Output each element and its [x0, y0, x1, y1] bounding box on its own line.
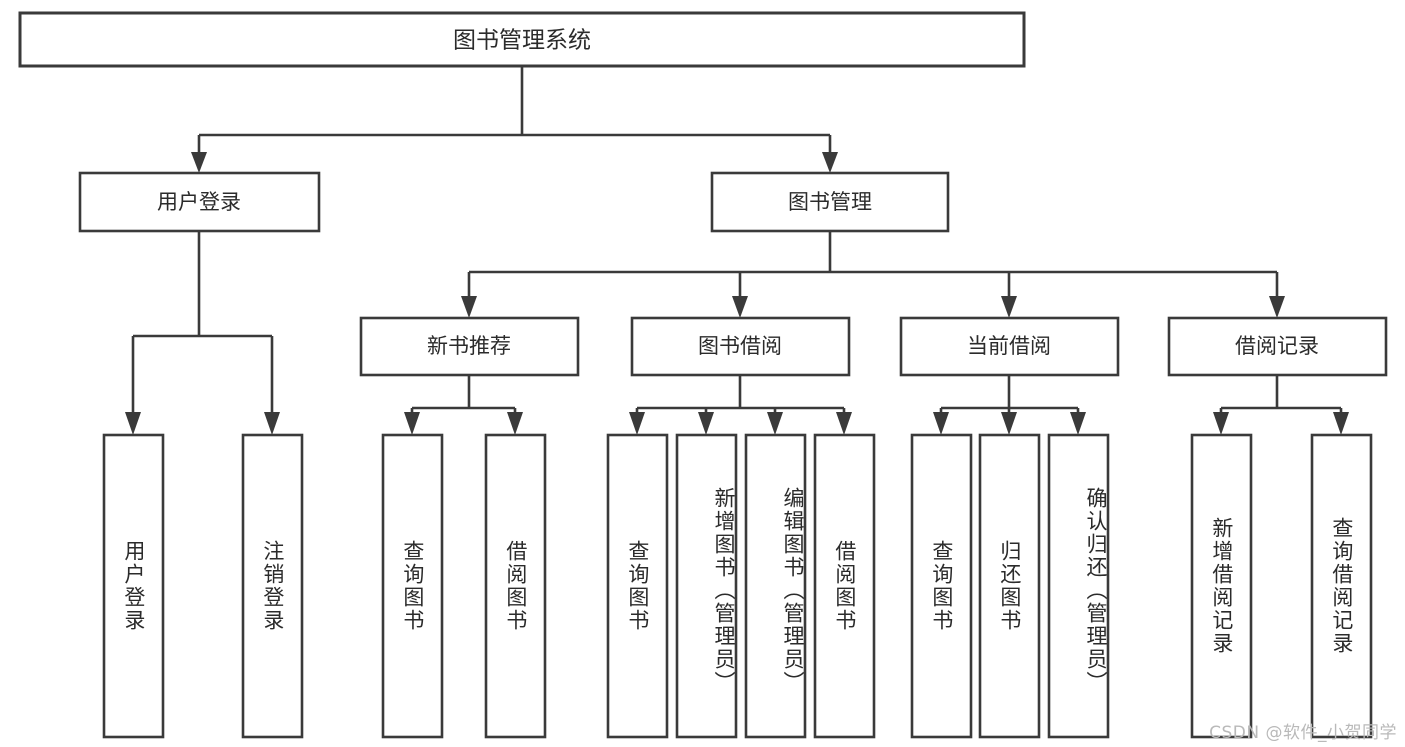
leaf-box-newbook-borrow-book[interactable] — [484, 433, 547, 739]
node-book-management[interactable] — [710, 171, 950, 233]
arrow-head-book-borrow — [732, 296, 748, 318]
node-user-login[interactable] — [78, 171, 321, 233]
node-borrow-record-label: 借阅记录 — [1235, 334, 1319, 358]
arrow-head-bookborrow-leaf-3 — [767, 412, 783, 435]
node-current-borrow[interactable] — [899, 316, 1120, 377]
arrow-head-newbook-leaf-2 — [507, 412, 523, 435]
arrow-head-currentborrow-leaf-3 — [1070, 412, 1086, 435]
arrow-head-currentborrow-leaf-1 — [933, 412, 949, 435]
node-root-book-management-system[interactable] — [18, 11, 1026, 68]
leaf-box-record-query-record[interactable] — [1310, 433, 1373, 739]
leaf-box-borrow-borrow-book[interactable] — [813, 433, 876, 739]
leaf-box-user-login[interactable] — [102, 433, 165, 739]
node-current-borrow-label: 当前借阅 — [967, 334, 1051, 358]
arrow-head-bookborrow-leaf-1 — [629, 412, 645, 435]
arrow-head-borrow-record — [1269, 296, 1285, 318]
node-new-book-recommend[interactable] — [359, 316, 580, 377]
arrow-head-bookborrow-leaf-2 — [698, 412, 714, 435]
leaf-box-borrow-query-book[interactable] — [606, 433, 669, 739]
arrow-head-user-login — [191, 152, 207, 173]
node-book-borrow-label: 图书借阅 — [698, 334, 782, 358]
arrow-head-leaf-user-login — [125, 412, 141, 435]
node-book-management-label: 图书管理 — [788, 190, 872, 214]
leaf-box-newbook-query-book[interactable] — [381, 433, 444, 739]
arrow-head-book-mgmt — [822, 152, 838, 173]
leaf-box-current-return-book[interactable] — [978, 433, 1041, 739]
csdn-watermark: CSDN @软件_小贺同学 — [1209, 723, 1397, 743]
arrow-head-current-borrow — [1001, 296, 1017, 318]
node-layer: 图书管理系统 用户登录 图书管理 新书推荐 图书借阅 当前借阅 借阅记录 — [18, 11, 1388, 739]
leaf-box-borrow-add-book-admin[interactable] — [675, 433, 738, 739]
arrow-head-new-book — [461, 296, 477, 318]
node-user-login-label: 用户登录 — [157, 190, 241, 214]
node-borrow-record[interactable] — [1167, 316, 1388, 377]
leaf-box-logout[interactable] — [241, 433, 304, 739]
arrow-head-leaf-logout — [264, 412, 280, 435]
leaf-box-record-add-record[interactable] — [1190, 433, 1253, 739]
arrow-head-bookborrow-leaf-4 — [836, 412, 852, 435]
arrow-head-newbook-leaf-1 — [404, 412, 420, 435]
node-root-label: 图书管理系统 — [453, 28, 591, 54]
arrow-head-borrowrecord-leaf-2 — [1333, 412, 1349, 435]
leaf-box-borrow-edit-book-admin[interactable] — [744, 433, 807, 739]
arrow-head-borrowrecord-leaf-1 — [1213, 412, 1229, 435]
leaf-box-current-confirm-return-admin[interactable] — [1047, 433, 1110, 739]
leaf-box-current-query-book[interactable] — [910, 433, 973, 739]
arrow-head-currentborrow-leaf-2 — [1001, 412, 1017, 435]
node-new-book-recommend-label: 新书推荐 — [427, 334, 511, 358]
connector-layer — [125, 66, 1349, 435]
node-book-borrow[interactable] — [630, 316, 851, 377]
